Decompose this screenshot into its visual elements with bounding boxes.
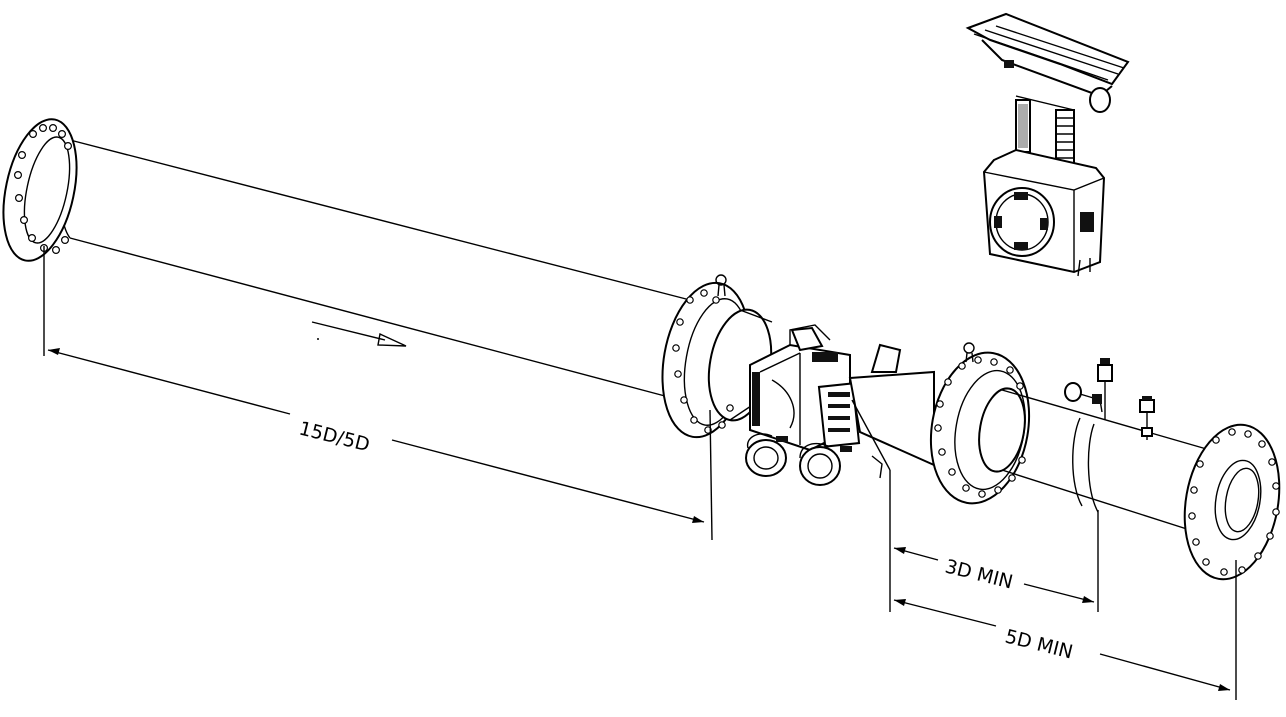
- transmitter-mount: [1015, 95, 1075, 167]
- pressure-tap: [1064, 358, 1113, 420]
- outlet-flange: [1183, 423, 1281, 581]
- meter-body: [745, 324, 935, 486]
- dimension-upstream: 15D/5D: [43, 246, 713, 541]
- downstream-pipe: [1001, 389, 1211, 531]
- transmitter-enclosure: [982, 148, 1106, 277]
- dimension-label-3d-min: 3D MIN: [943, 556, 1015, 594]
- dimension-label-upstream: 15D/5D: [297, 418, 372, 457]
- inlet-flange: [2, 118, 78, 262]
- dimension-label-5d-min: 5D MIN: [1003, 626, 1075, 664]
- flow-direction-arrow: [311, 321, 407, 347]
- temperature-tap: [1139, 396, 1155, 440]
- dimension-downstream-5d: 5D MIN: [893, 560, 1237, 700]
- transmitter-sunshade: [965, 12, 1130, 113]
- upstream-pipe: [59, 139, 691, 401]
- meter-outlet-flange: [929, 342, 1031, 505]
